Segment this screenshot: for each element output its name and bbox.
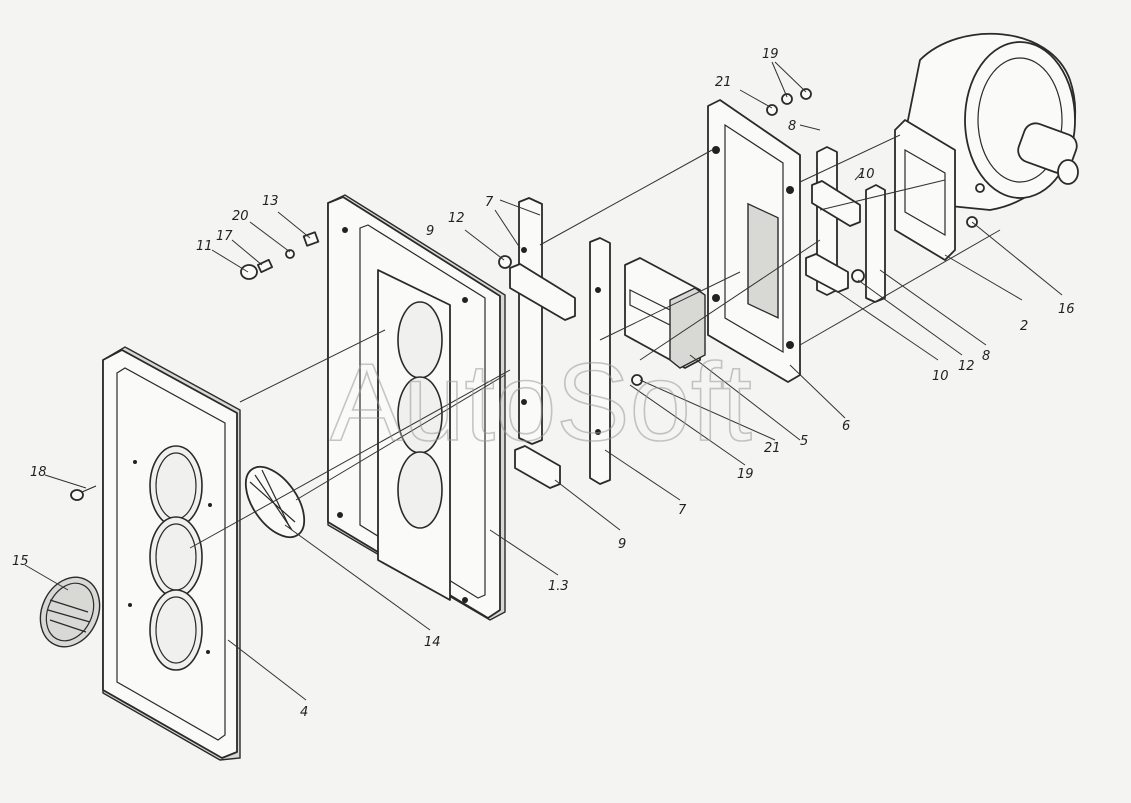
callout-5: 5	[800, 434, 808, 449]
callout-21-top: 21	[715, 75, 732, 90]
callout-1-3: 1.3	[548, 579, 569, 594]
front-panel	[102, 346, 241, 761]
callout-17: 17	[216, 229, 233, 244]
mounting-frame	[707, 99, 801, 383]
callout-8-top: 8	[788, 119, 796, 134]
callout-9-bottom: 9	[618, 537, 626, 552]
callout-10-bottom: 10	[932, 369, 949, 384]
fan-blower	[894, 33, 1079, 261]
callout-20: 20	[232, 209, 249, 224]
callout-9-top: 9	[426, 224, 434, 239]
callout-10-top: 10	[858, 167, 875, 182]
screw-18	[70, 485, 97, 501]
leader-lines	[24, 61, 1063, 701]
assembly-lines	[189, 134, 1001, 549]
strips-8-10	[805, 146, 886, 303]
small-fasteners-left	[240, 231, 320, 280]
fan-impeller	[244, 465, 306, 539]
callout-2: 2	[1020, 319, 1028, 334]
watermark: AutoSoft	[330, 341, 752, 464]
callout-21-bottom: 21	[764, 441, 781, 456]
callout-12-top: 12	[448, 211, 465, 226]
small-fasteners-top	[766, 88, 812, 116]
callout-6: 6	[842, 419, 850, 434]
callout-8-bottom: 8	[982, 349, 990, 364]
callout-19-top: 19	[762, 47, 779, 62]
callout-labels: 18 15 4 14 1.3 9 7 19 21 5 6 10 12 8 2 1…	[12, 47, 1075, 720]
vertical-strip-7-right	[589, 237, 611, 485]
callout-7-bottom: 7	[678, 503, 687, 518]
grille	[39, 576, 101, 648]
vertical-strip-7-left	[498, 197, 576, 489]
callout-12-bottom: 12	[958, 359, 975, 374]
frame-panel	[327, 194, 506, 621]
callout-16: 16	[1058, 302, 1075, 317]
callout-14: 14	[424, 635, 441, 650]
callout-15: 15	[12, 554, 29, 569]
callout-11: 11	[196, 239, 213, 254]
callout-7-top: 7	[485, 195, 494, 210]
callout-4: 4	[300, 705, 308, 720]
callout-18: 18	[30, 465, 47, 480]
callout-13: 13	[262, 194, 279, 209]
callout-19-bottom: 19	[737, 467, 754, 482]
